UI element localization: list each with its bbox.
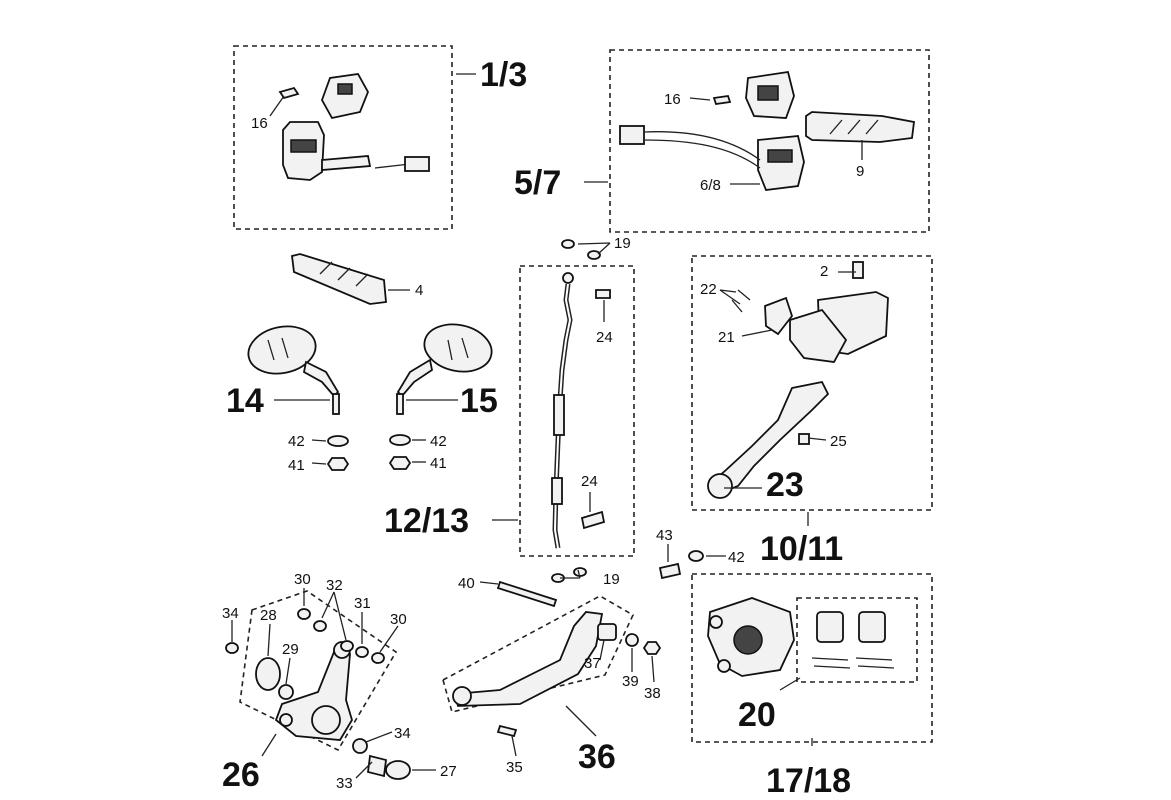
label-part-35: 35	[506, 759, 523, 776]
label-mirror-14: 14	[226, 382, 264, 420]
label-part-6-8: 6/8	[700, 177, 721, 194]
label-part-25: 25	[830, 433, 847, 450]
group-box-12-13	[519, 265, 635, 557]
screws-22	[731, 289, 751, 313]
group-box-1-3	[233, 45, 453, 230]
label-part-16-left: 16	[251, 115, 268, 132]
label-group-1-3: 1/3	[480, 56, 527, 94]
label-part-31: 31	[354, 595, 371, 612]
label-bracket-26: 26	[222, 756, 260, 794]
label-part-16-right: 16	[664, 91, 681, 108]
label-part-29: 29	[282, 641, 299, 658]
right-switch-housing-bottom	[757, 135, 805, 191]
group-box-36	[442, 595, 635, 713]
label-part-24-bottom: 24	[581, 473, 598, 490]
washers-19	[551, 239, 601, 583]
group-box-26	[239, 590, 398, 752]
pedal-parts-33-27	[352, 738, 411, 780]
group-box-5-7	[609, 49, 930, 233]
label-part-30-right: 30	[390, 611, 407, 628]
bolt-43-washer-42	[658, 550, 704, 580]
group-box-17-18	[691, 573, 933, 743]
label-part-32: 32	[326, 577, 343, 594]
leader-lines	[231, 73, 863, 779]
left-grip	[291, 253, 387, 305]
group-box-pads	[796, 597, 918, 683]
label-part-37: 37	[584, 655, 601, 672]
label-part-24-top: 24	[596, 329, 613, 346]
label-group-5-7: 5/7	[514, 164, 561, 202]
mirror-left	[247, 325, 340, 415]
right-switch-wire-connector	[619, 125, 761, 169]
left-switch-housing-top	[321, 73, 369, 120]
label-part-2: 2	[820, 263, 828, 280]
label-part-42-caliper: 42	[728, 549, 745, 566]
label-part-38: 38	[644, 685, 661, 702]
label-part-4: 4	[415, 282, 423, 299]
mirror-right	[396, 323, 493, 415]
left-switch-housing-bottom	[282, 121, 372, 181]
label-part-42-right: 42	[430, 433, 447, 450]
label-part-28: 28	[260, 607, 277, 624]
label-part-22: 22	[700, 281, 717, 298]
label-part-41-left: 41	[288, 457, 305, 474]
label-part-40: 40	[458, 575, 475, 592]
label-group-12-13: 12/13	[384, 502, 469, 540]
bushings-30-32	[225, 608, 385, 664]
label-caliper-20: 20	[738, 696, 776, 734]
label-part-27: 27	[440, 763, 457, 780]
banjo-bolts-24	[580, 289, 611, 530]
link-arm	[452, 611, 662, 707]
label-part-43: 43	[656, 527, 673, 544]
label-group-17-18: 17/18	[766, 762, 851, 800]
label-mirror-15: 15	[460, 382, 498, 420]
master-cylinder	[764, 261, 889, 363]
screw-35	[496, 724, 518, 738]
brake-pads	[811, 611, 895, 669]
footrest-bracket	[255, 641, 353, 741]
label-part-30-left: 30	[294, 571, 311, 588]
bolt-40	[496, 580, 558, 608]
label-part-34-top: 34	[222, 605, 239, 622]
label-part-41-right: 41	[430, 455, 447, 472]
brake-caliper	[707, 597, 795, 677]
label-group-10-11: 10/11	[760, 530, 843, 568]
label-part-9: 9	[856, 163, 864, 180]
label-part-19-top: 19	[614, 235, 631, 252]
label-arm-36: 36	[578, 738, 616, 776]
label-part-39: 39	[622, 673, 639, 690]
right-grip	[805, 111, 915, 143]
screw-16-left	[278, 86, 300, 100]
label-part-33: 33	[336, 775, 353, 792]
right-switch-housing-top	[745, 70, 795, 119]
label-part-34-bottom: 34	[394, 725, 411, 742]
washers-nuts-mirrors	[326, 434, 412, 471]
label-part-42-left: 42	[288, 433, 305, 450]
brake-lever	[707, 380, 830, 499]
left-switch-connector	[374, 156, 430, 172]
label-part-19-bottom: 19	[603, 571, 620, 588]
brake-hose	[551, 272, 574, 549]
label-lever-23: 23	[766, 466, 804, 504]
label-part-21: 21	[718, 329, 735, 346]
group-box-10-11	[691, 255, 933, 511]
screw-16-right	[712, 95, 732, 105]
